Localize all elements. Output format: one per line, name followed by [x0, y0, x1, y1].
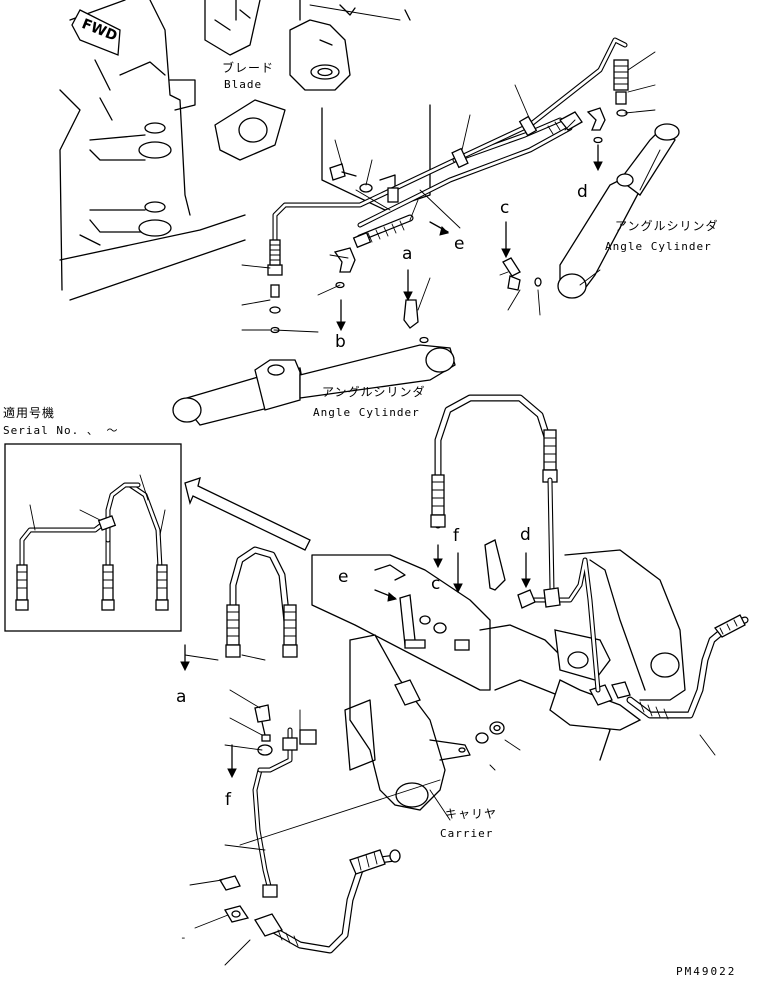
angle-cylinder-label-jp-right: アングルシリンダ [615, 219, 719, 233]
carrier-label-jp: キャリヤ [445, 807, 498, 821]
connector-label-d-top: d [577, 182, 588, 202]
angle-cylinder-label-en-right: Angle Cylinder [605, 240, 712, 253]
connector-label-d-mid: d [520, 525, 531, 545]
leader-lines-top [241, 4, 661, 333]
connector-label-b-top: b [335, 332, 346, 352]
connector-arrows-top [336, 144, 603, 332]
connector-label-a-low: a [176, 687, 187, 707]
blade-label-en: Blade [224, 78, 263, 91]
drawing-number: PM49022 [676, 965, 737, 978]
blade-label-jp: ブレード [222, 61, 275, 75]
connector-arrows-mid [374, 544, 531, 602]
carrier-bracket [311, 554, 491, 821]
connector-label-e-top: e [454, 234, 465, 254]
connector-label-f-low: f [225, 790, 231, 810]
lower-hose-assembly [180, 546, 716, 966]
serial-label-en: Serial No. 、 〜 [3, 424, 119, 437]
angle-cylinder-label-jp-left: アングルシリンダ [322, 385, 426, 399]
inset-arrow [184, 477, 311, 551]
angle-cylinder-left [172, 344, 456, 426]
connector-label-a-top: a [402, 244, 413, 264]
angle-cylinder-right [557, 123, 680, 299]
connector-label-c-top: c [500, 198, 510, 218]
carrier-label-en: Carrier [440, 827, 494, 840]
top-hose-assembly [267, 37, 629, 344]
serial-inset [4, 443, 182, 632]
mid-hose-loop [430, 394, 749, 744]
angle-cylinder-label-en-left: Angle Cylinder [313, 406, 420, 419]
connector-label-c-mid: c [431, 574, 441, 594]
connector-label-f-mid: f [453, 526, 459, 546]
serial-label-jp: 適用号機 [3, 406, 56, 420]
blade-frame [59, 0, 411, 301]
dash-mark: - [180, 931, 188, 944]
connector-label-e-mid: e [338, 567, 349, 587]
